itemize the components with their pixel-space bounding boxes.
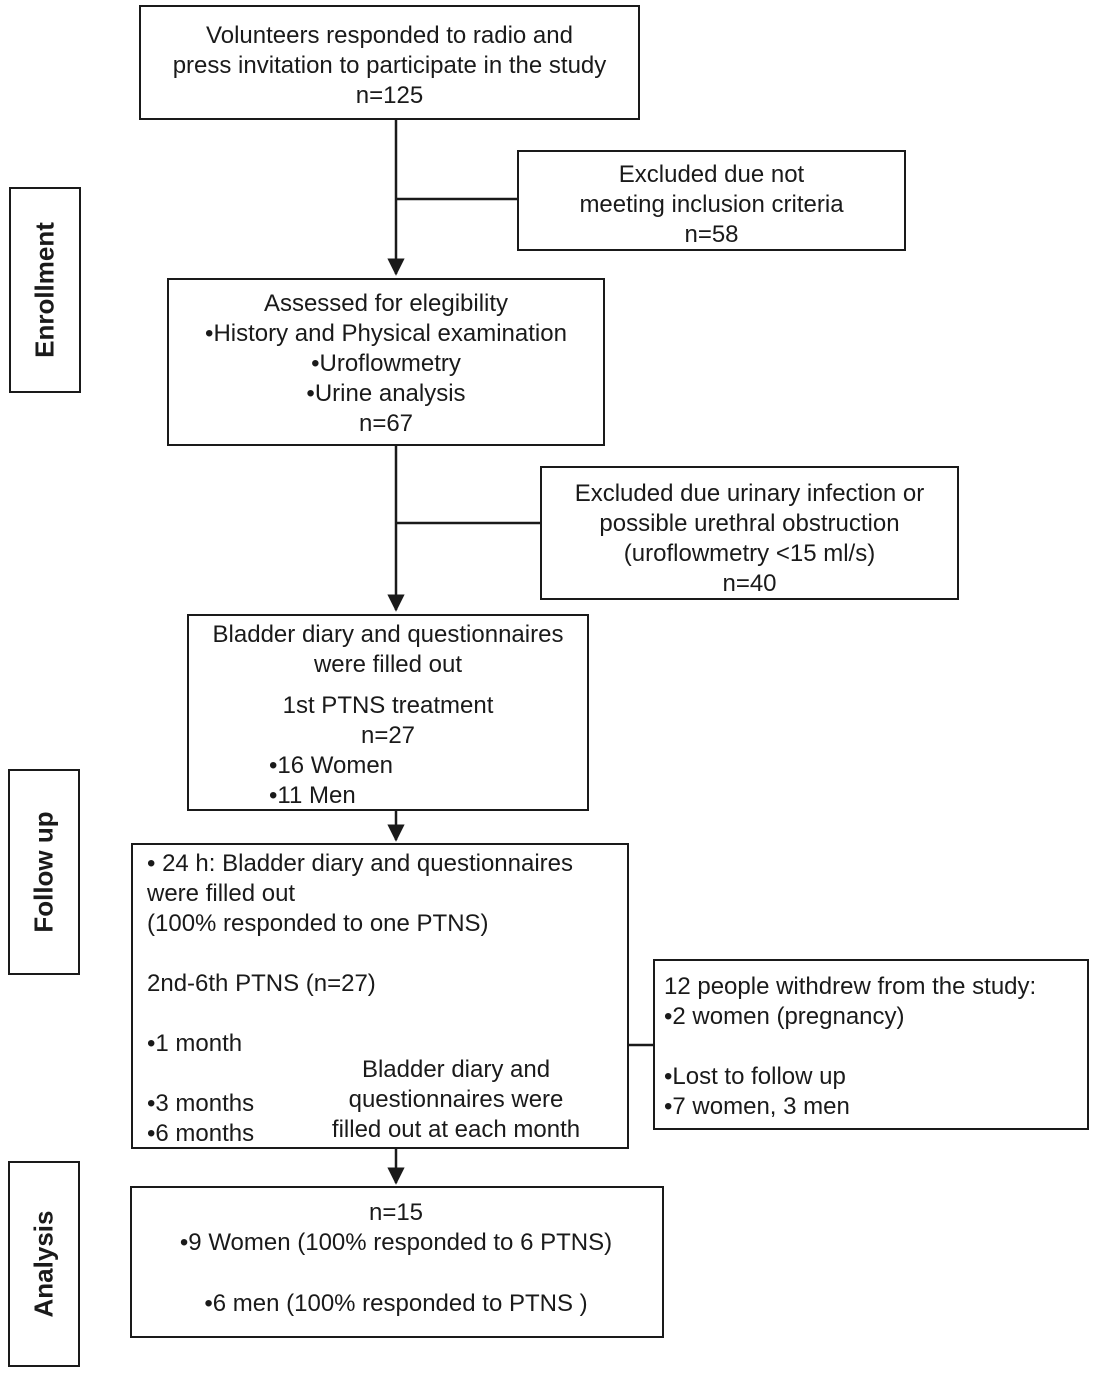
excluded-infection-line-2: possible urethral obstruction <box>599 510 900 537</box>
withdrew-pregnancy: •2 women (pregnancy) <box>664 1003 905 1030</box>
follow-up-ptns: 2nd-6th PTNS (n=27) <box>147 970 376 997</box>
eligibility-item-history: •History and Physical examination <box>205 320 567 347</box>
withdrew-lost: •Lost to follow up <box>664 1063 846 1090</box>
stage-enrollment-label: Enrollment <box>29 222 60 358</box>
first-treatment-count: n=27 <box>360 722 416 749</box>
stage-enrollment: Enrollment <box>9 187 81 393</box>
follow-up-1-month: •1 month <box>147 1030 243 1057</box>
excluded-criteria-line-2: meeting inclusion criteria <box>579 191 844 218</box>
first-treatment-line-2: were filled out <box>313 651 463 678</box>
follow-up-note-2: questionnaires were <box>348 1086 564 1113</box>
eligibility-title: Assessed for elegibility <box>263 290 509 317</box>
follow-up-intro-3: (100% responded to one PTNS) <box>147 910 489 937</box>
first-treatment-title: 1st PTNS treatment <box>282 692 494 719</box>
follow-up-note-1: Bladder diary and <box>361 1056 551 1083</box>
first-treatment-women: •16 Women <box>269 752 394 779</box>
excluded-infection-box: Excluded due urinary infection or possib… <box>540 466 959 600</box>
analysis-women: •9 Women (100% responded to 6 PTNS) <box>179 1229 613 1256</box>
follow-up-note-3: filled out at each month <box>331 1116 581 1143</box>
excluded-infection-line-3: (uroflowmetry <15 ml/s) <box>623 540 876 567</box>
stage-analysis-label: Analysis <box>28 1210 59 1318</box>
excluded-infection-count: n=40 <box>722 570 777 597</box>
stage-follow-up: Follow up <box>8 769 80 975</box>
volunteers-line-2: press invitation to participate in the s… <box>172 52 607 79</box>
excluded-criteria-line-1: Excluded due not <box>618 161 805 188</box>
excluded-criteria-box: Excluded due not meeting inclusion crite… <box>517 150 906 251</box>
withdrew-counts: •7 women, 3 men <box>664 1093 850 1120</box>
withdrew-title: 12 people withdrew from the study: <box>664 973 1037 1000</box>
withdrew-box: 12 people withdrew from the study: •2 wo… <box>653 959 1089 1130</box>
follow-up-intro-1: • 24 h: Bladder diary and questionnaires <box>147 850 574 877</box>
follow-up-intro-2: were filled out <box>147 880 296 907</box>
stage-analysis: Analysis <box>8 1161 80 1367</box>
follow-up-3-months: •3 months <box>147 1090 255 1117</box>
eligibility-box: Assessed for elegibility •History and Ph… <box>167 278 605 446</box>
stage-follow-up-label: Follow up <box>28 811 59 933</box>
volunteers-count: n=125 <box>355 82 424 109</box>
first-treatment-men: •11 Men <box>269 782 356 809</box>
follow-up-box: • 24 h: Bladder diary and questionnaires… <box>131 843 629 1149</box>
excluded-criteria-count: n=58 <box>684 221 739 248</box>
eligibility-item-uroflowmetry: •Uroflowmetry <box>311 350 461 377</box>
analysis-count: n=15 <box>368 1199 424 1226</box>
eligibility-item-urine: •Urine analysis <box>306 380 466 407</box>
analysis-box: n=15 •9 Women (100% responded to 6 PTNS)… <box>130 1186 664 1338</box>
excluded-infection-line-1: Excluded due urinary infection or <box>574 480 925 507</box>
volunteers-box: Volunteers responded to radio and press … <box>139 5 640 120</box>
follow-up-6-months: •6 months <box>147 1120 255 1147</box>
eligibility-count: n=67 <box>358 410 414 437</box>
first-treatment-line-1: Bladder diary and questionnaires <box>212 621 564 648</box>
volunteers-line-1: Volunteers responded to radio and <box>206 22 573 49</box>
analysis-men: •6 men (100% responded to PTNS ) <box>204 1290 588 1317</box>
first-treatment-box: Bladder diary and questionnaires were fi… <box>187 614 589 811</box>
